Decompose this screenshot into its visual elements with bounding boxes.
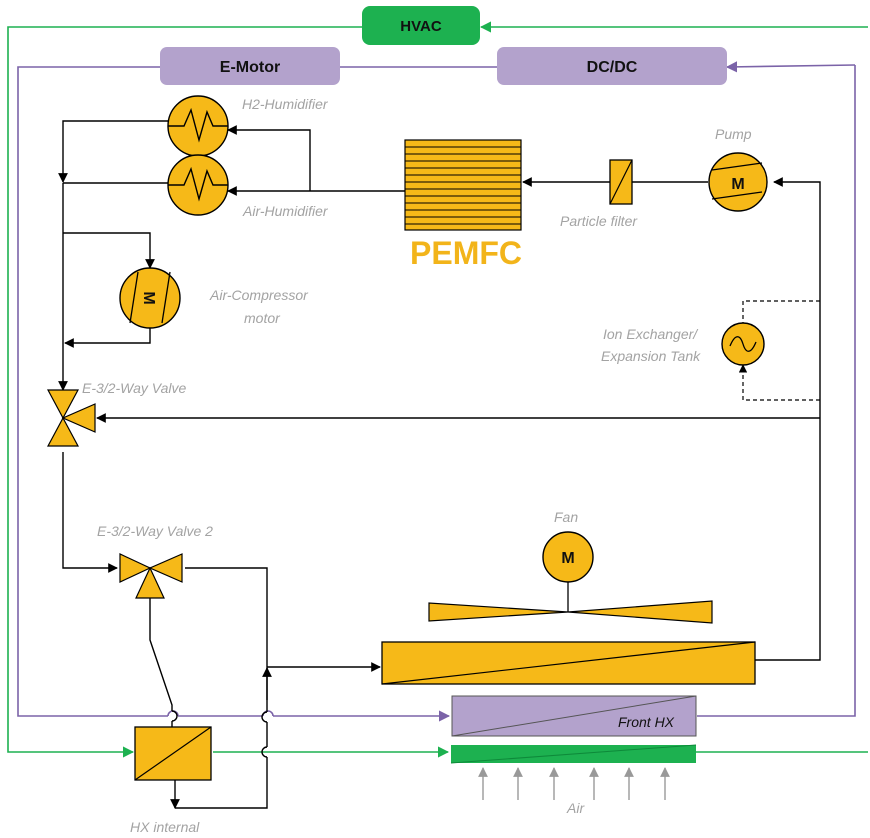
electrics-coolant-loop: [17, 61, 856, 722]
front-hx: [451, 695, 697, 737]
dcdc-box: DC/DC: [497, 47, 727, 85]
ion-exchanger-icon: [729, 336, 757, 352]
compressor-motor-symbol: M: [140, 291, 157, 304]
coolant-pump: M: [708, 152, 768, 212]
valve1-label: E-3/2-Way Valve: [82, 380, 186, 396]
stack-coolant-loop: [58, 120, 821, 809]
fan-label: Fan: [554, 509, 578, 525]
air-humidifier: [167, 154, 229, 216]
fan-blade-icon: [428, 600, 713, 624]
fan-motor-symbol: M: [561, 550, 574, 567]
air-compressor-motor: M: [119, 267, 181, 329]
air-humidifier-label: Air-Humidifier: [242, 203, 329, 219]
compressor-label-line2: motor: [244, 310, 281, 326]
h2-humidifier: [167, 95, 229, 157]
ion-exchanger-label-line1: Ion Exchanger/: [603, 326, 699, 342]
pump-motor-symbol: M: [731, 176, 744, 193]
ion-exchanger-label-line2: Expansion Tank: [601, 348, 701, 364]
hx-internal: [134, 726, 212, 781]
ion-exchanger-branch: [738, 300, 820, 401]
radiator: [381, 641, 756, 685]
particle-filter: [609, 159, 633, 205]
emotor-box: E-Motor: [160, 47, 340, 85]
heat-exchanger-icon: [168, 166, 228, 202]
motor-icon: M: [129, 271, 171, 324]
front-hx-label: Front HX: [618, 714, 675, 730]
filter-icon: [609, 159, 633, 205]
dcdc-label: DC/DC: [587, 59, 638, 76]
pump-label: Pump: [715, 126, 752, 142]
compressor-label-line1: Air-Compressor: [209, 287, 309, 303]
hvac-coolant-loop: [7, 21, 868, 758]
three-way-valve-icon: [119, 553, 183, 599]
hvac-hx: [450, 744, 697, 764]
h2-humidifier-label: H2-Humidifier: [242, 96, 329, 112]
three-way-valve-icon: [46, 389, 96, 447]
pemfc-label: PEMFC: [410, 235, 522, 271]
motor-icon: M: [711, 162, 763, 200]
air-label: Air: [566, 800, 585, 816]
air-flow-arrows: [478, 767, 670, 800]
three-way-valve-2: [119, 553, 183, 599]
ion-exchanger: [721, 322, 765, 366]
heat-exchanger-icon: [168, 107, 228, 143]
pemfc-stack: [404, 139, 522, 231]
hx-internal-label: HX internal: [130, 819, 200, 835]
hvac-label: HVAC: [400, 18, 442, 35]
emotor-label: E-Motor: [220, 59, 280, 76]
valve2-label: E-3/2-Way Valve 2: [97, 523, 213, 539]
fan-motor: M: [542, 531, 594, 583]
three-way-valve-1: [46, 389, 96, 447]
hvac-box: HVAC: [362, 6, 480, 45]
particle-filter-label: Particle filter: [560, 213, 638, 229]
